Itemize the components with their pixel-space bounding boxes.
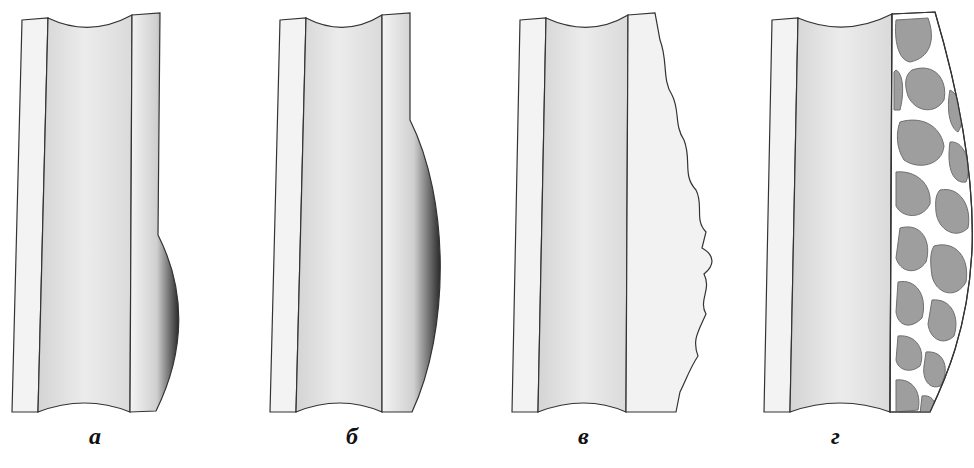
figure-letter: в: [578, 424, 589, 448]
vessel-b: [270, 13, 440, 412]
vessel-d: [764, 12, 972, 414]
figure-letter: б: [346, 424, 358, 448]
vessel-c: [512, 13, 712, 412]
vessel-a: [12, 13, 179, 412]
figure-letter: г: [831, 424, 840, 448]
figure-letter: а: [89, 424, 101, 448]
